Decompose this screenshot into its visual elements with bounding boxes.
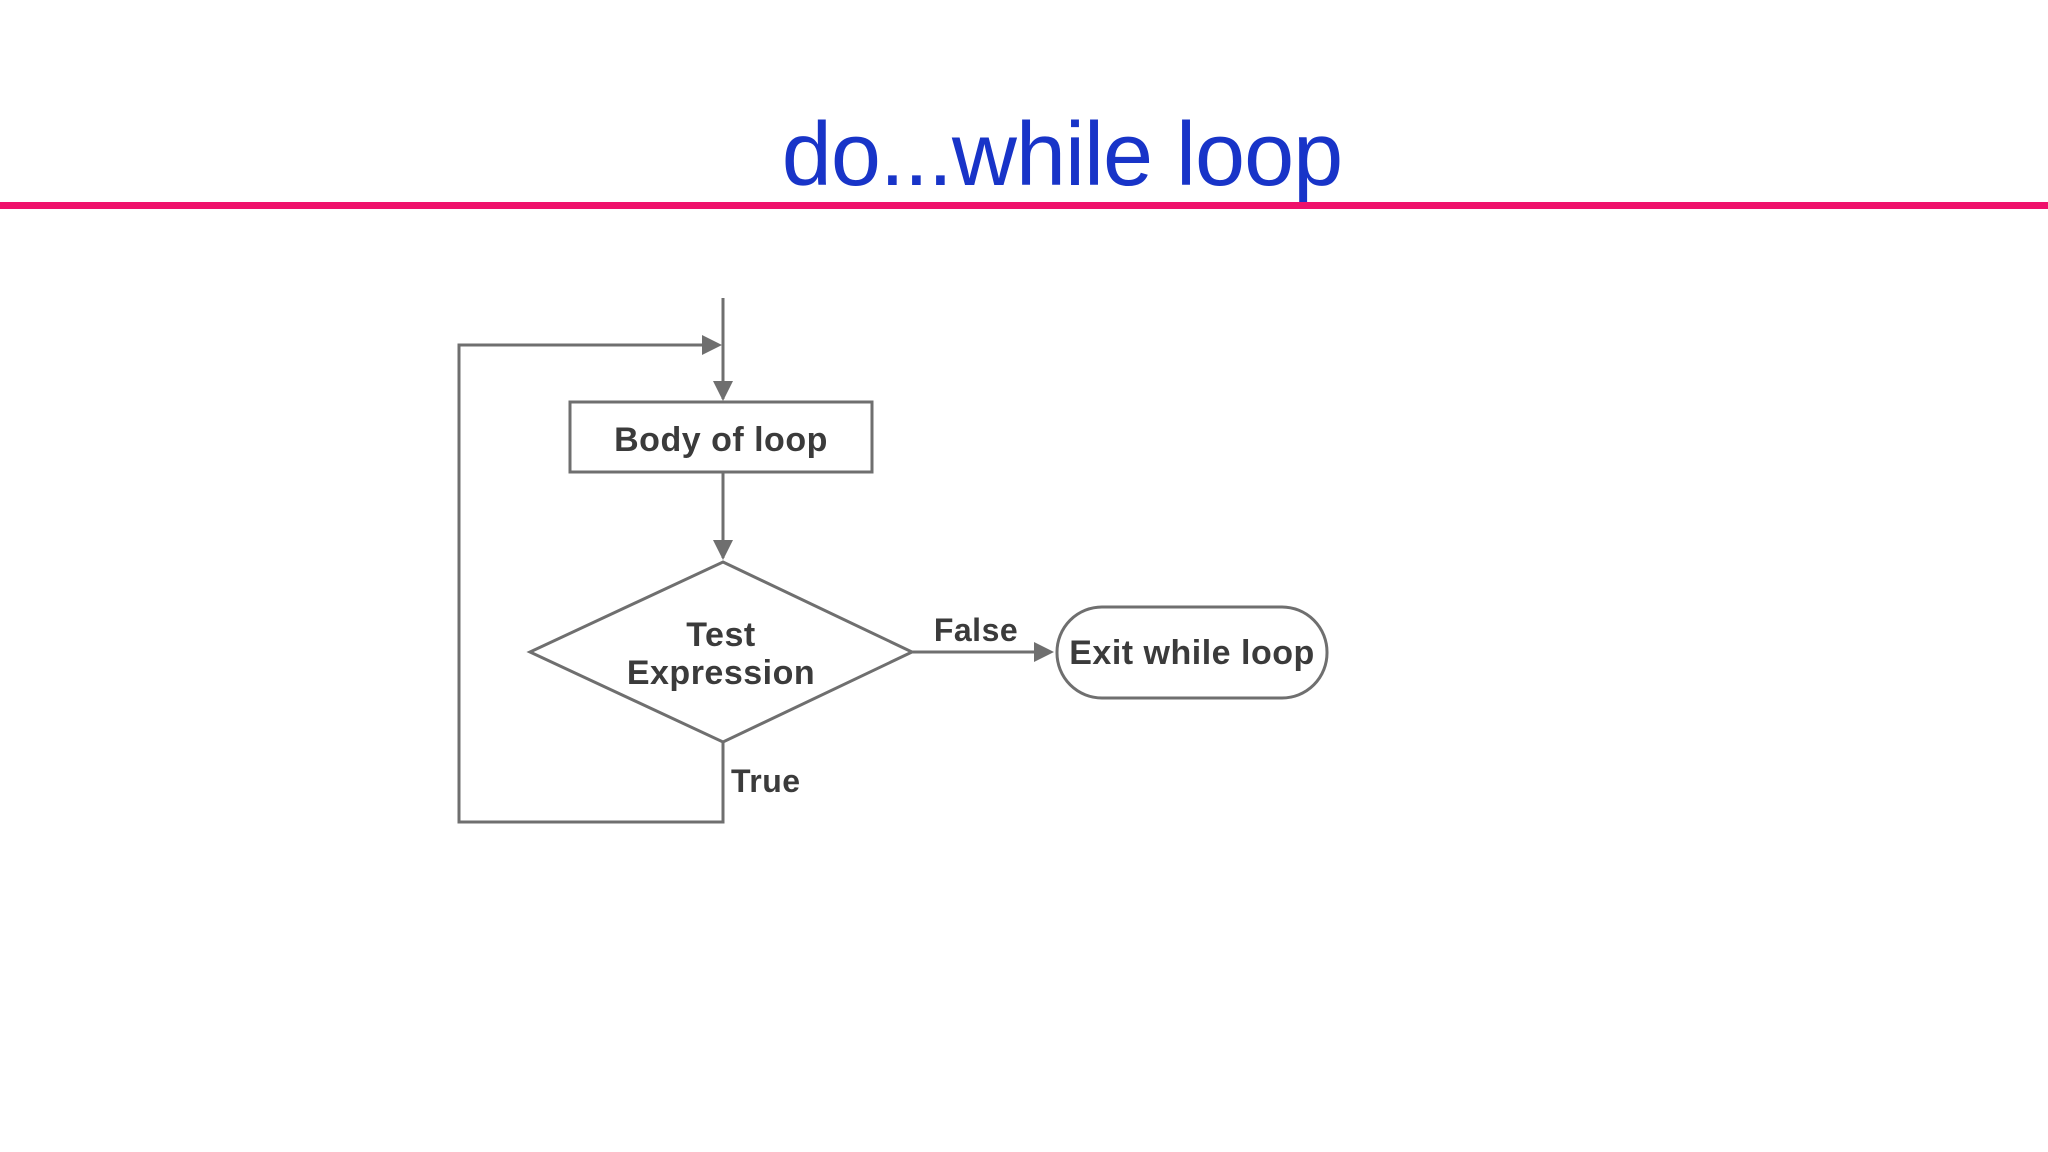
false-branch-label: False — [934, 612, 1018, 648]
process-box — [568, 400, 874, 474]
flowchart-edges — [457, 298, 1046, 824]
decision-label-line1: Test — [686, 616, 755, 654]
title-divider-line — [0, 202, 2048, 209]
arrowhead-into-exit — [1034, 642, 1054, 662]
decision-label-line2: Expression — [627, 654, 815, 692]
flowchart-labels: Body of loop Test Expression Exit while … — [614, 421, 1315, 799]
process-label: Body of loop — [614, 421, 828, 459]
flowchart-arrowheads — [702, 335, 1054, 662]
flowchart-node-shapes — [526, 400, 1329, 744]
decision-diamond — [526, 560, 916, 744]
terminator-stadium — [1055, 605, 1329, 700]
page-title: do...while loop — [781, 105, 1343, 205]
arrowhead-into-test — [713, 540, 733, 560]
terminator-label: Exit while loop — [1069, 634, 1315, 672]
edge-true-loopback — [457, 343, 725, 824]
arrowhead-loopback — [702, 335, 722, 355]
do-while-flowchart: Body of loop Test Expression Exit while … — [440, 280, 1360, 840]
arrowhead-into-body — [713, 381, 733, 401]
true-branch-label: True — [731, 763, 801, 799]
